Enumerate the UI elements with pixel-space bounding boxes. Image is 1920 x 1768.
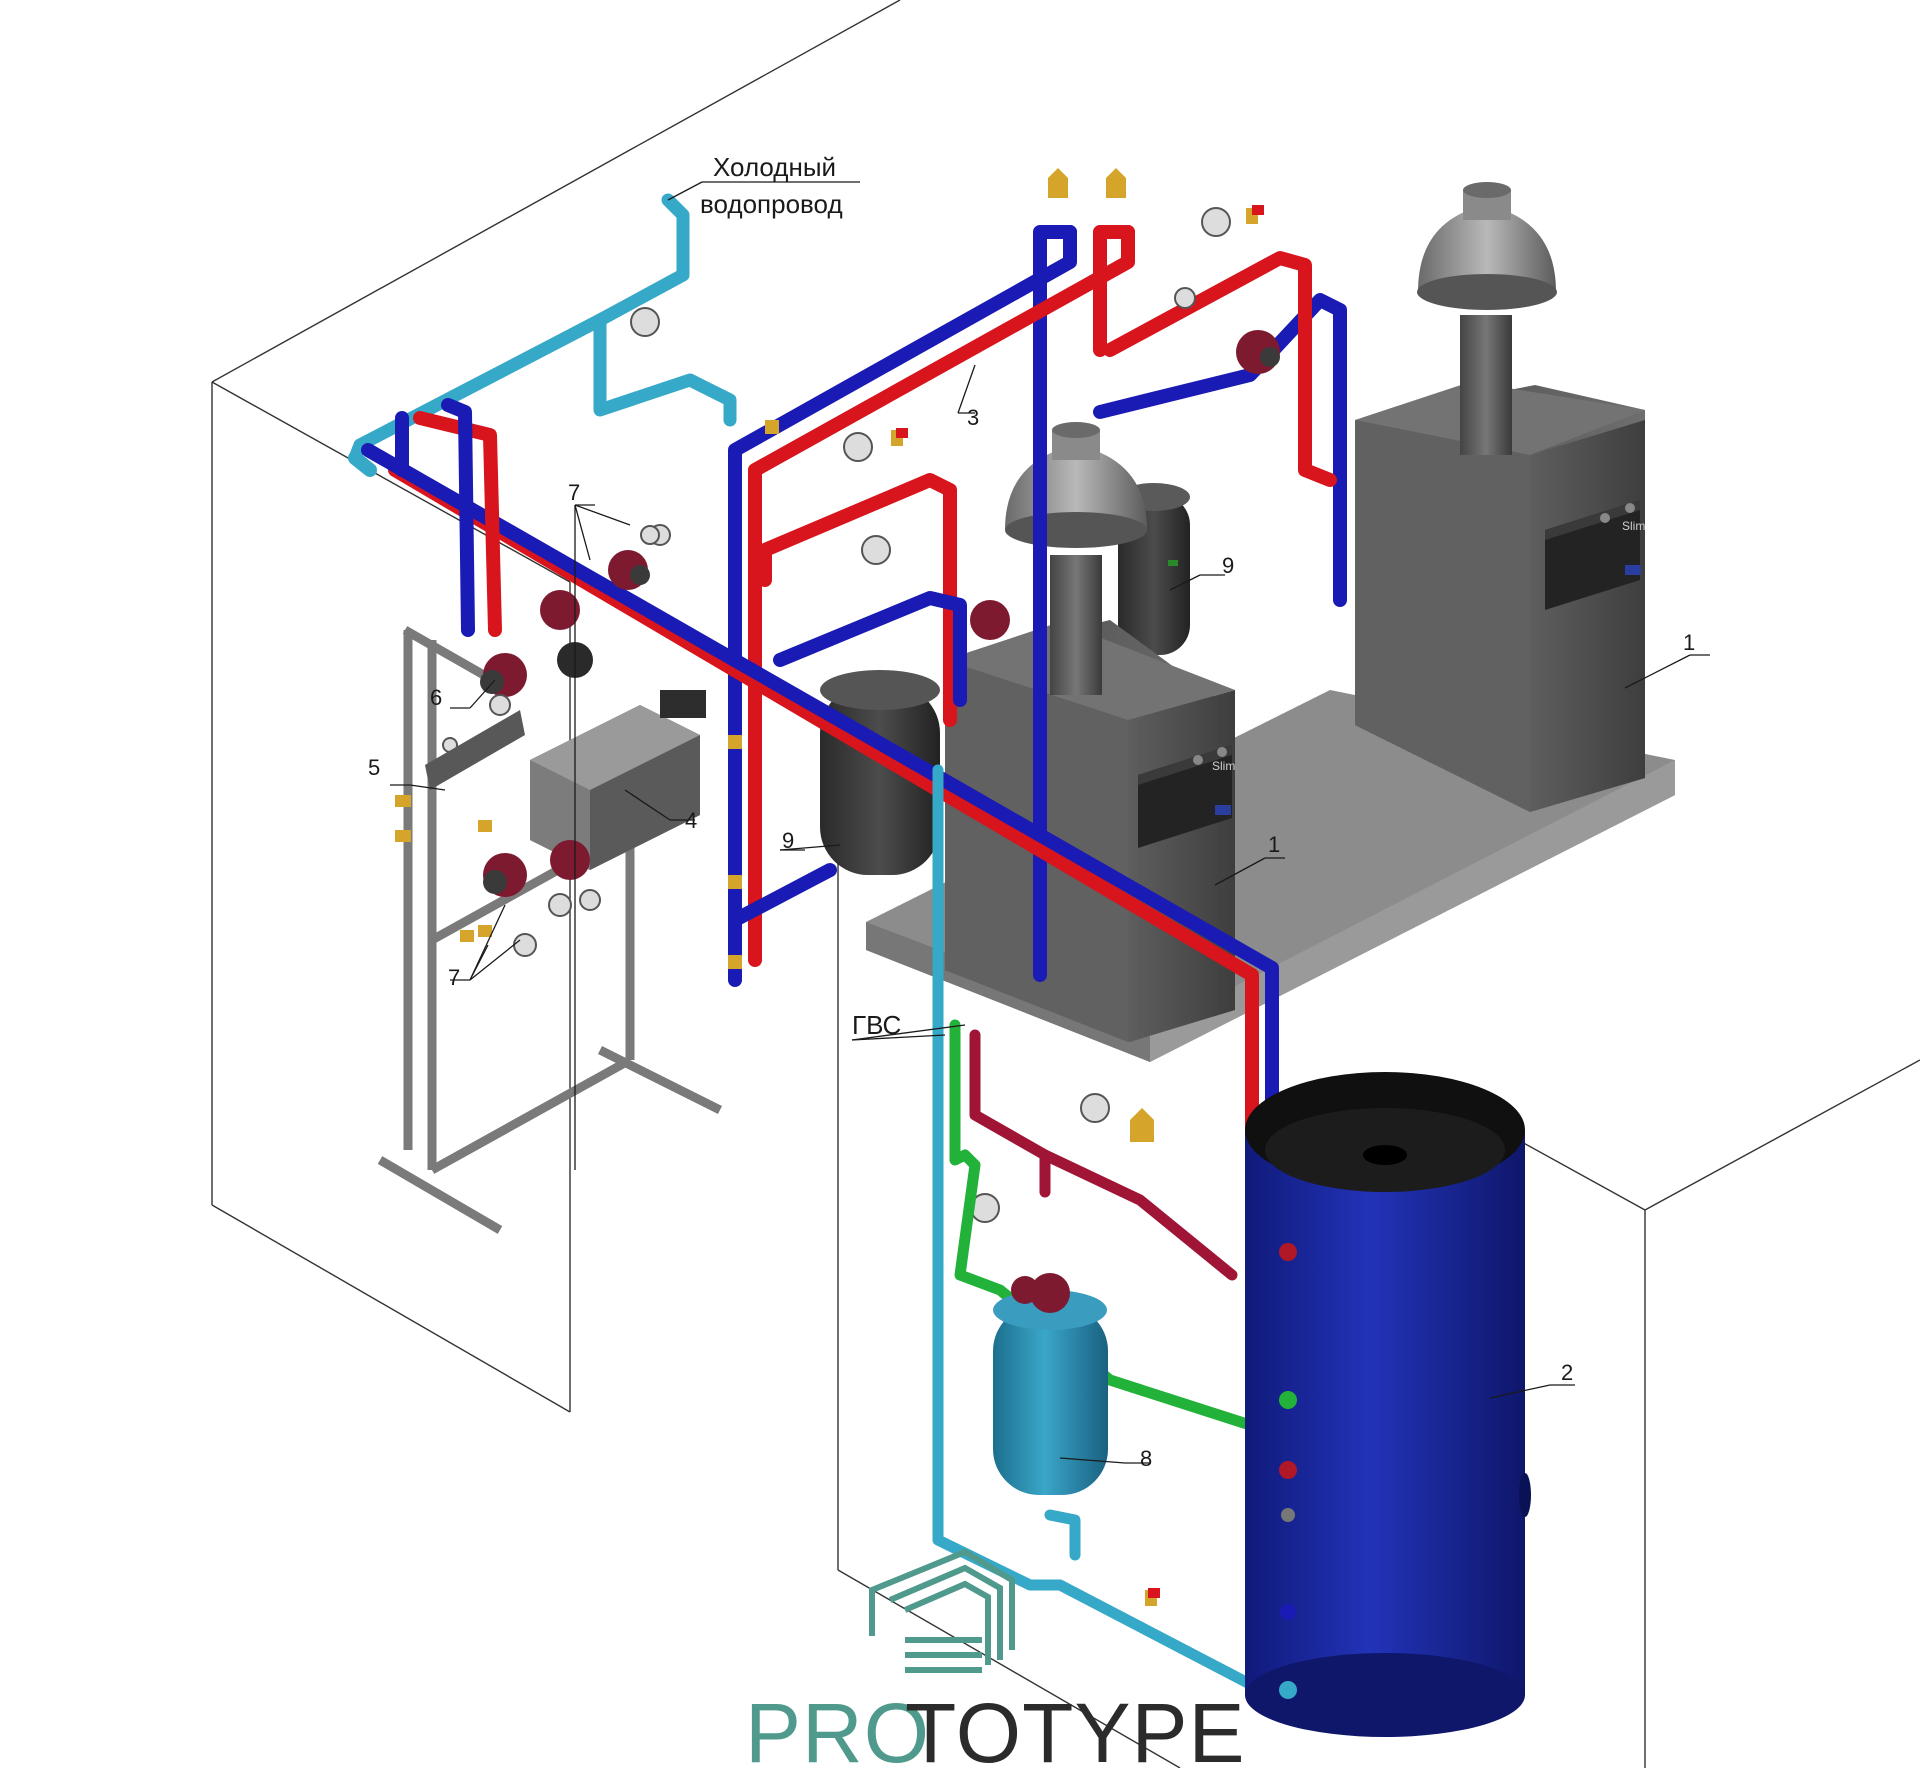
label-expansion-tank-lower: 9 [782,828,794,853]
label-boiler-front: 1 [1268,832,1280,857]
chimney-rear [1417,182,1557,455]
label-water-heater: 2 [1561,1360,1573,1385]
safety-groups [630,168,1284,1701]
label-manifold: 5 [368,755,380,780]
pump-cluster [395,330,1280,969]
callouts [390,181,1710,1464]
boiler-rear: Slim [1355,382,1645,812]
label-pump-group: 6 [430,685,442,710]
label-boiler-rear: 1 [1683,630,1695,655]
boiler-brand-rear: Slim [1622,519,1645,533]
label-dhw-expansion-tank: 8 [1140,1446,1152,1471]
logo-text-pro: PRO [745,1686,930,1768]
label-controller-box: 3 [967,405,979,430]
labels: Холодный водопровод ГВС 1 1 2 3 4 5 6 7 … [368,152,1695,1471]
label-cold-water-1: Холодный [713,152,836,182]
house-logo-icon [869,1548,1015,1673]
cold-water-pipes [348,193,737,465]
dhw-expansion-tank-8 [993,1273,1108,1495]
label-cold-water-2: водопровод [700,189,843,219]
room-walls [211,0,1920,1768]
rear-loop-pipes [728,225,1347,987]
label-valves-bottom: 7 [448,965,460,990]
label-valves-top: 7 [568,480,580,505]
label-expansion-tank-upper: 9 [1222,553,1234,578]
logo-text-totype: TOTYPE [905,1686,1246,1768]
prototype-logo: PRO TOTYPE [745,1548,1246,1768]
label-control-unit: 4 [685,808,697,833]
water-heater-2 [1245,1072,1531,1737]
label-dhw: ГВС [852,1010,901,1040]
boiler-brand-front: Slim [1212,759,1235,773]
control-unit-4 [530,690,706,870]
